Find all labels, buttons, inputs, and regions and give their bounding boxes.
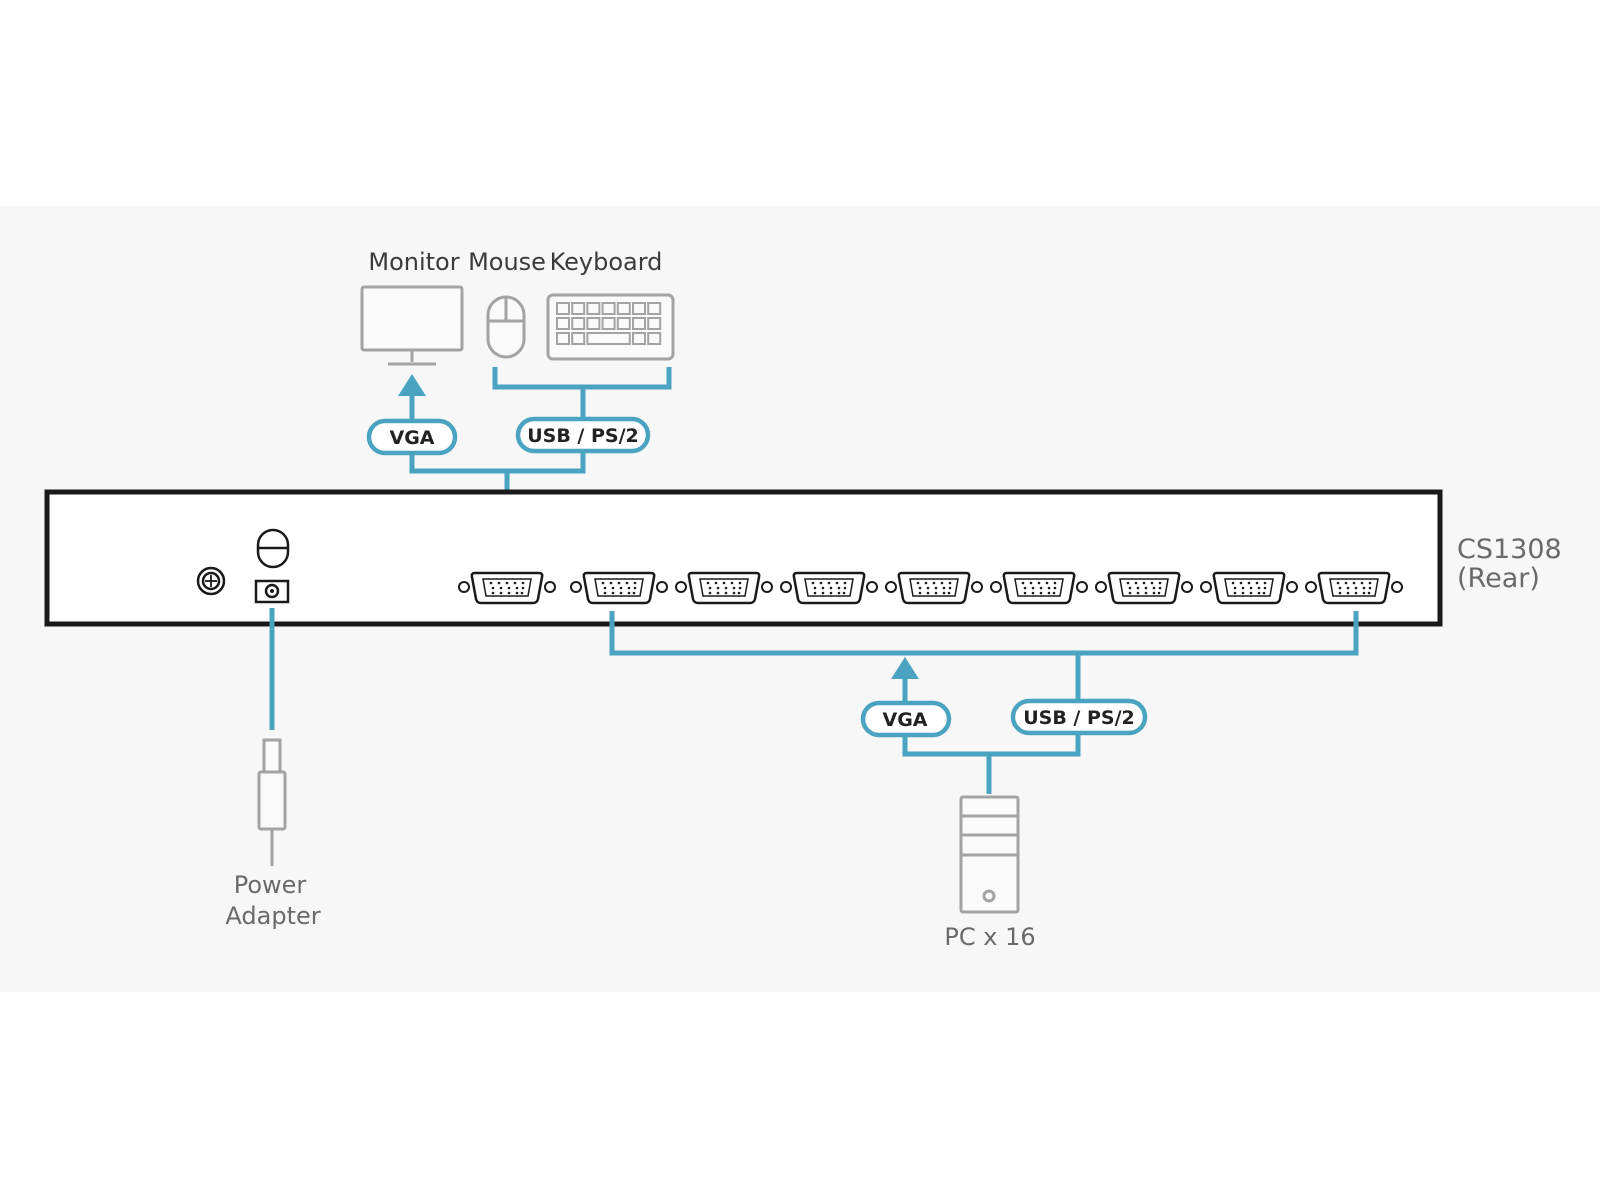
console-vga-label: VGA [389,427,434,449]
pc-vga-pill: VGA [860,700,952,738]
keyboard-key [616,317,631,330]
keyboard-key [647,302,662,315]
keyboard-key [601,302,616,315]
keyboard-label: Keyboard [550,248,663,276]
keyboard-key [632,317,646,330]
console-usb-ps2-label: USB / PS/2 [527,425,639,447]
pc-usb-ps2-pill: USB / PS/2 [1010,698,1148,736]
vga-ports [457,571,1404,605]
keyboard-key [571,317,586,330]
pc-vga-arrow-icon [891,657,919,679]
keyboard-key [571,302,586,315]
pc-vga-label: VGA [882,709,927,731]
keyboard-key [586,302,601,315]
power-adapter-label-line1: Power [234,871,307,899]
pc-cables [609,611,1359,794]
pc-usb-ps2-label: USB / PS/2 [1023,707,1135,729]
monitor-label: Monitor [368,248,459,276]
keyboard-icon [546,293,675,361]
monitor-icon [360,285,464,366]
keyboard-key [632,302,646,315]
keyboard-key [601,317,616,330]
keyboard-key [647,332,662,345]
keyboard-key [556,302,570,315]
pc-count-label: PC x 16 [944,923,1035,951]
monitor-vga-arrow-icon [398,374,426,396]
keyboard-key [616,302,631,315]
keyboard-key [586,317,601,330]
keyboard-key [556,317,570,330]
keyboard-key [632,332,646,345]
pc-tower-icon [959,795,1020,914]
power-adapter-label-line2: Adapter [225,902,320,930]
ground-screw-icon [196,566,226,596]
power-adapter-plug-icon [257,738,287,866]
mouse-icon [486,295,526,359]
model-view-label: (Rear) [1457,563,1540,594]
power-jack-icon [254,579,290,604]
console-vga-pill: VGA [366,418,458,456]
keyboard-key [556,332,570,345]
keyboard-spacebar [586,332,631,345]
mouse-label: Mouse [468,248,546,276]
model-name-label: CS1308 [1457,534,1562,565]
power-switch-icon [256,528,290,569]
keyboard-key [571,332,586,345]
console-usb-ps2-pill: USB / PS/2 [515,416,651,454]
keyboard-key [647,317,662,330]
